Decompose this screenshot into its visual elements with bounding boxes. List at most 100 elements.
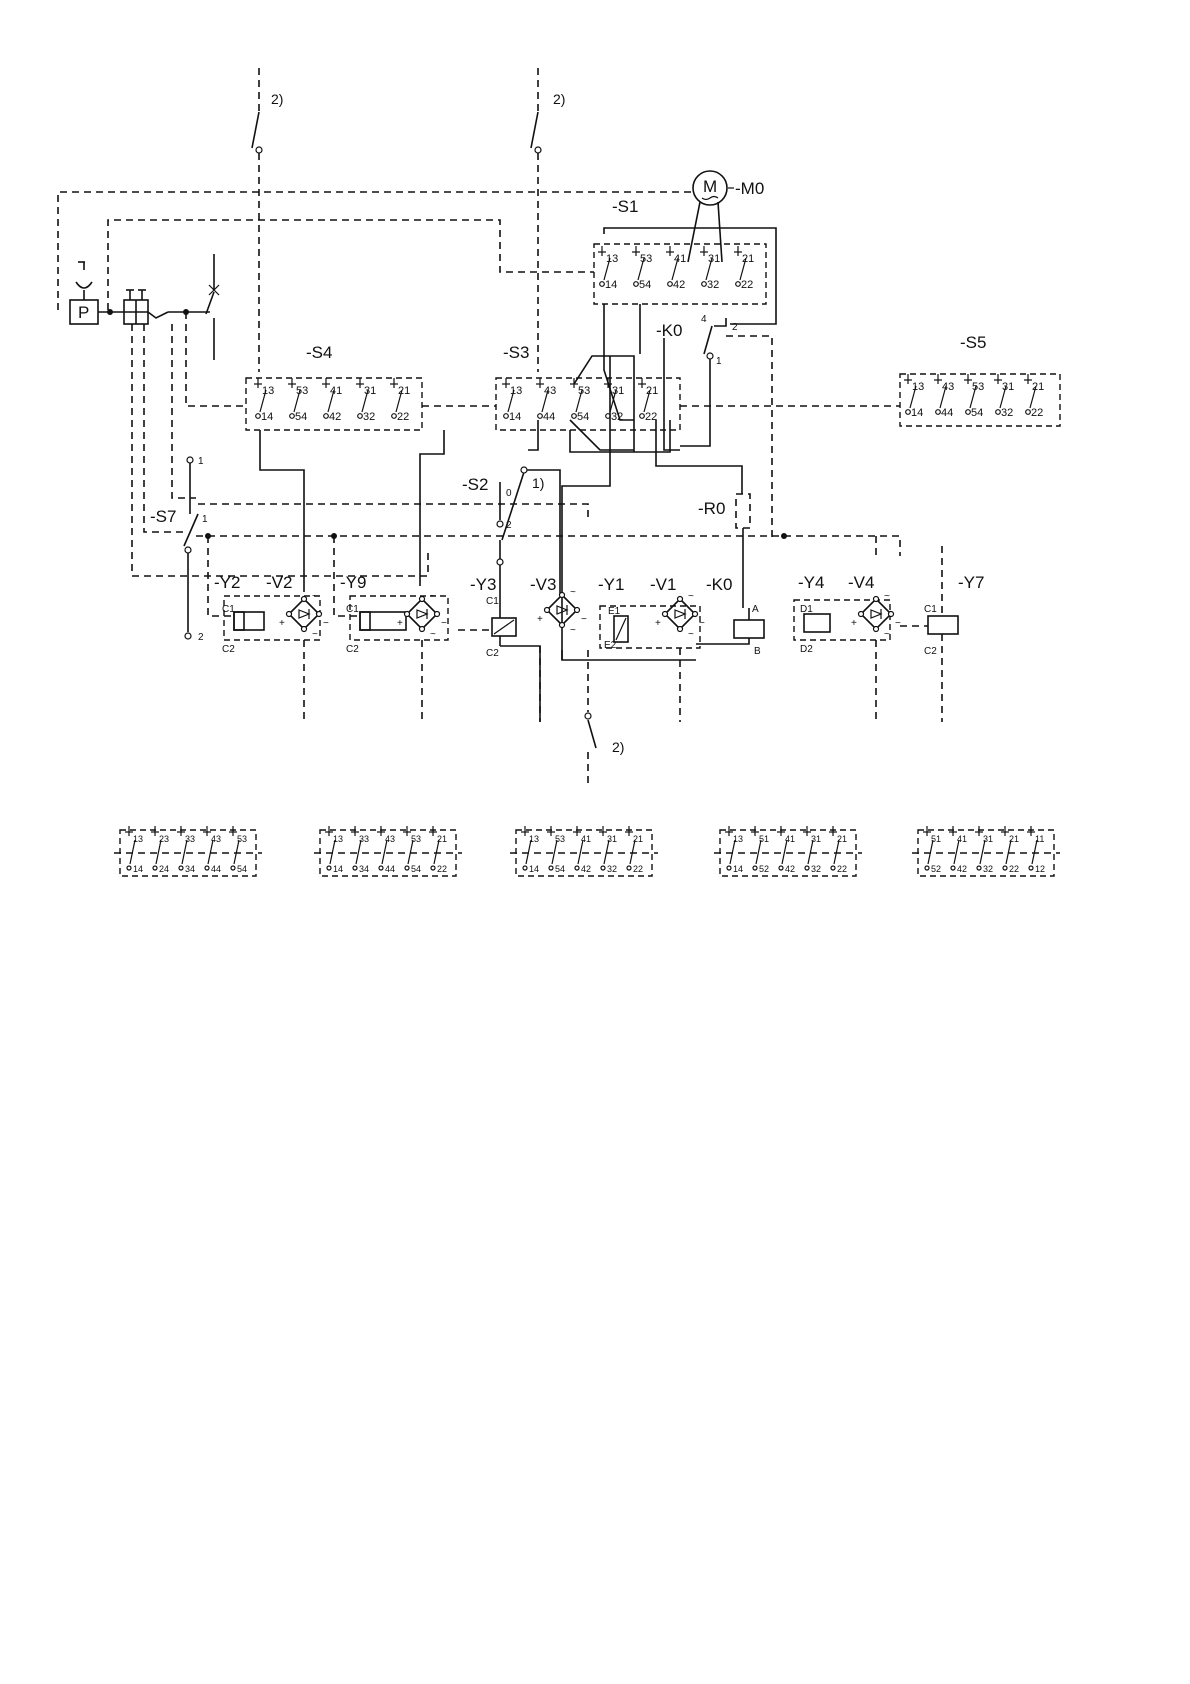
pin-s7-1b: 1 <box>202 514 208 525</box>
bridge-plus: + <box>397 618 403 629</box>
bridge-plus: + <box>655 618 661 629</box>
variant-pin-top: 53 <box>237 834 247 844</box>
rectifier-v3: -V3 +−~~ 2) <box>500 575 696 786</box>
s4-pin-bottom: 14 <box>261 411 273 423</box>
label-s2: -S2 <box>462 475 488 494</box>
s3-pin-top: 21 <box>646 385 658 397</box>
lock-box <box>123 289 169 325</box>
variant-pin-bottom: 34 <box>185 864 195 874</box>
variant-pin-top: 23 <box>159 834 169 844</box>
pin-y3-c2: C2 <box>486 648 499 659</box>
bridge-minus: − <box>895 618 901 629</box>
s3-pin-bottom: 54 <box>577 411 589 423</box>
variant-pin-bottom: 52 <box>759 864 769 874</box>
variant-pin-top: 21 <box>1009 834 1019 844</box>
s3-pin-bottom: 22 <box>645 411 657 423</box>
s1-pin-bottom: 42 <box>673 279 685 291</box>
pin-k0-1: 1 <box>716 356 722 367</box>
variant-pin-top: 33 <box>185 834 195 844</box>
bridge-minus: − <box>441 618 447 629</box>
label-s4: -S4 <box>306 343 332 362</box>
label-k0-coil: -K0 <box>706 575 732 594</box>
label-y4: -Y4 <box>798 573 824 592</box>
s1-pin-top: 41 <box>674 253 686 265</box>
note-2-left: 2) <box>271 91 283 107</box>
note-1: 1) <box>532 475 544 491</box>
s5-pin-bottom: 22 <box>1031 407 1043 419</box>
bridge-minus: − <box>699 618 705 629</box>
variant-pin-top: 31 <box>983 834 993 844</box>
s1-pin-top: 53 <box>640 253 652 265</box>
variant-contact: 33 34 <box>351 826 369 874</box>
bridge-minus: − <box>323 618 329 629</box>
pin-s2-2: 2 <box>506 520 512 531</box>
label-y1: -Y1 <box>598 575 624 594</box>
rectifier-v2: -V2 +−~~ <box>266 573 329 722</box>
pin-k0-4: 4 <box>701 314 707 325</box>
pin-y7-c2: C2 <box>924 646 937 657</box>
bridge-ac: ~ <box>570 625 576 636</box>
pin-y9-c2: C2 <box>346 644 359 655</box>
s3-pin-bottom: 44 <box>543 411 555 423</box>
variant-pin-top: 53 <box>555 834 565 844</box>
pin-y1-e2: E2 <box>604 640 617 651</box>
s5-pin-bottom: 44 <box>941 407 953 419</box>
variant-pin-top: 13 <box>133 834 143 844</box>
pin-y4-d2: D2 <box>800 644 813 655</box>
variant-pin-bottom: 52 <box>931 864 941 874</box>
variant-pin-top: 41 <box>581 834 591 844</box>
s3-contact: 21 22 <box>638 378 658 423</box>
diode-arrow <box>870 609 883 619</box>
bridge-ac: ~ <box>884 591 890 602</box>
coil-y2: -Y2 C1 C2 <box>214 573 321 655</box>
variant-pin-bottom: 32 <box>811 864 821 874</box>
s3-pin-top: 53 <box>578 385 590 397</box>
pin-s7-2: 2 <box>198 632 204 643</box>
diode-arrow <box>556 605 569 615</box>
bridge-diamond <box>405 597 439 631</box>
variant-pin-top: 31 <box>607 834 617 844</box>
label-m0: -M0 <box>735 179 764 198</box>
s5-pin-bottom: 54 <box>971 407 983 419</box>
variant-pin-top: 33 <box>359 834 369 844</box>
s3-pin-top: 13 <box>510 385 522 397</box>
pin-y9-c1: C1 <box>346 604 359 615</box>
variant-contact: 33 34 <box>177 826 195 874</box>
pin-y1-e1: E1 <box>608 606 621 617</box>
s4-pin-top: 53 <box>296 385 308 397</box>
variant-pin-bottom: 34 <box>359 864 369 874</box>
switch-s2: -S2 0 2 1) <box>462 466 561 596</box>
pin-y2-c1: C1 <box>222 604 235 615</box>
coil-y7: -Y7 C1 C2 <box>900 546 984 722</box>
label-y9: -Y9 <box>340 573 366 592</box>
bridge-ac: ~ <box>884 629 890 640</box>
variant-pin-top: 21 <box>837 834 847 844</box>
label-y7: -Y7 <box>958 573 984 592</box>
bridge-ac: ~ <box>688 629 694 640</box>
label-s3: -S3 <box>503 343 529 362</box>
s4-pin-top: 31 <box>364 385 376 397</box>
resistor-r0: -R0 <box>698 493 751 608</box>
s3-pin-top: 31 <box>612 385 624 397</box>
variant-pin-top: 51 <box>931 834 941 844</box>
variant-pin-top: 53 <box>411 834 421 844</box>
pin-y3-c1: C1 <box>486 596 499 607</box>
bridge-minus: − <box>581 614 587 625</box>
label-v1: -V1 <box>650 575 676 594</box>
s4-pin-bottom: 54 <box>295 411 307 423</box>
bridge-ac: ~ <box>430 591 436 602</box>
s5-pin-bottom: 14 <box>911 407 923 419</box>
